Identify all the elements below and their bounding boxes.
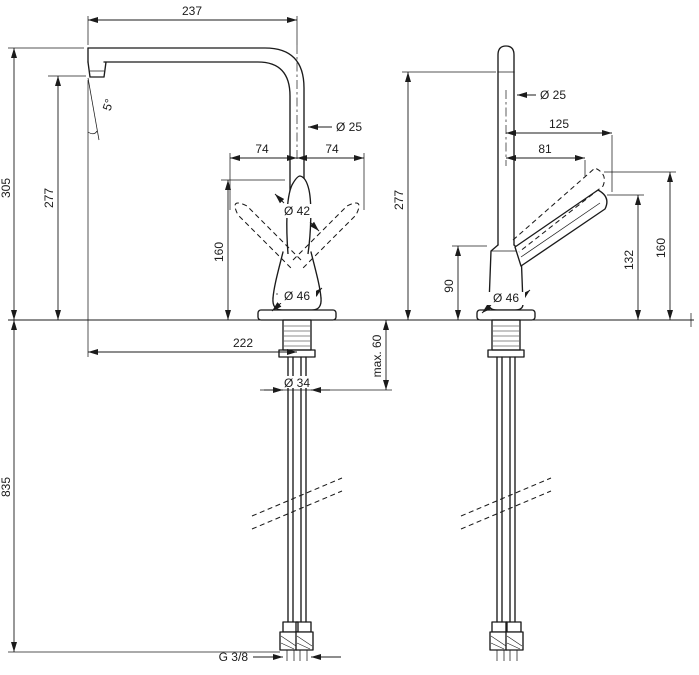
handle-swing-dashed-left — [234, 202, 302, 270]
front-mounting-nut — [487, 349, 525, 358]
dim-handle-height-132: 132 — [607, 194, 644, 320]
dim-label-dia42: Ø 42 — [284, 204, 310, 218]
dim-label-277-front: 277 — [392, 190, 406, 210]
dim-label-160-side: 160 — [212, 242, 226, 262]
handle-swing-dashed-right — [292, 202, 360, 270]
dim-label-max60: max. 60 — [370, 334, 384, 377]
dim-thread-g38: G 3/8 — [219, 650, 341, 664]
front-handle-lever — [514, 189, 608, 267]
spout-inner — [103, 61, 291, 251]
mounting-nut — [278, 349, 316, 358]
dim-spout-height-277: 277 — [42, 75, 86, 320]
side-view-faucet — [87, 47, 360, 661]
dim-label-dia25-front: Ø 25 — [540, 88, 566, 102]
base-flange — [257, 309, 337, 321]
front-base-flange — [476, 309, 536, 321]
dim-label-305: 305 — [0, 178, 13, 198]
dim-column-height-277-front: 277 — [392, 71, 496, 320]
dim-total-height-305: 305 — [0, 47, 84, 320]
dim-outlet-offset-222: 222 — [87, 80, 297, 357]
front-view-faucet — [460, 45, 608, 661]
countertop-line — [8, 313, 694, 327]
dim-hose-length-835: 835 — [0, 320, 280, 653]
dim-handle-diameter-42: Ø 42 — [274, 193, 320, 232]
dim-base-diameter-46-side: Ø 46 — [271, 287, 323, 312]
dim-label-81: 81 — [538, 142, 552, 156]
dim-handle-height-160-side: 160 — [212, 179, 285, 320]
dim-label-237: 237 — [182, 4, 202, 18]
dim-body-height-90: 90 — [442, 245, 487, 320]
front-supply-hoses — [460, 356, 552, 623]
dim-label-dia46-side: Ø 46 — [284, 289, 310, 303]
dim-label-5deg: 5° — [100, 97, 117, 112]
column-cap — [497, 45, 515, 73]
hose-connectors — [279, 621, 314, 661]
dim-max-deck-60: max. 60 — [370, 320, 389, 390]
dim-base-diameter-46-front: Ø 46 — [481, 289, 531, 314]
dim-label-dia34: Ø 34 — [284, 376, 310, 390]
dim-spout-angle-5deg: 5° — [87, 77, 117, 141]
front-mounting-shank — [491, 319, 521, 351]
spout-nozzle — [87, 61, 107, 78]
front-hose-connectors — [489, 621, 524, 661]
dim-handle-reach-125: 125 — [505, 90, 613, 192]
dim-label-dia25-side: Ø 25 — [336, 120, 362, 134]
front-handle-dashed — [512, 167, 605, 253]
mounting-shank — [282, 319, 312, 351]
dim-handle-grip-81: 81 — [506, 142, 586, 176]
dim-label-835: 835 — [0, 477, 13, 497]
dim-label-74-right: 74 — [325, 142, 339, 156]
dim-label-dia46-front: Ø 46 — [493, 291, 519, 305]
supply-hoses — [251, 356, 343, 623]
body-left-edge — [272, 251, 284, 299]
dim-label-277-side: 277 — [42, 188, 56, 208]
dim-label-222: 222 — [233, 336, 253, 350]
dim-shank-diameter-34: Ø 34 — [260, 376, 392, 393]
dim-label-90: 90 — [442, 279, 456, 293]
dim-pipe-diameter-25-front: Ø 25 — [517, 88, 566, 102]
dim-spout-diameter-25: Ø 25 — [308, 120, 362, 134]
dim-spout-reach-237: 237 — [87, 4, 298, 162]
dim-label-125: 125 — [549, 117, 569, 131]
spout-outer — [87, 47, 305, 251]
dim-label-160-front: 160 — [654, 238, 668, 258]
dim-label-132: 132 — [622, 250, 636, 270]
dim-label-g38: G 3/8 — [219, 650, 249, 664]
dim-handle-raised-160-front: 160 — [604, 171, 676, 320]
dim-label-74-left: 74 — [255, 142, 269, 156]
